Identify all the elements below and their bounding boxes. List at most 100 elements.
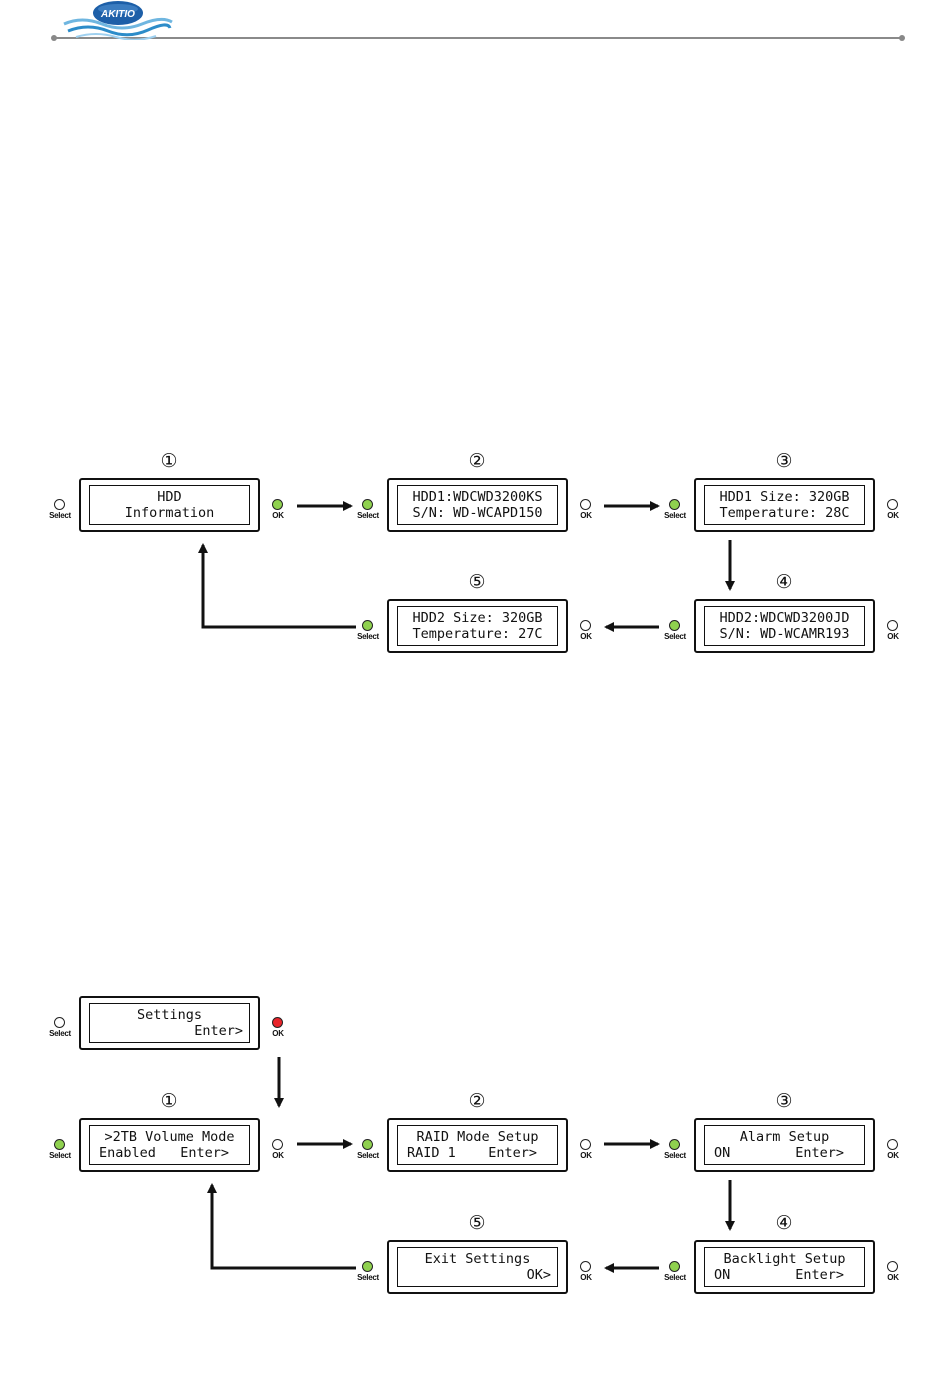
hdd-screen-3-ok-button[interactable]: OK [879, 499, 907, 523]
lcd-line-1: HDD [157, 489, 182, 505]
settings-screen-4-select-button[interactable]: Select [661, 1261, 689, 1285]
led-indicator-icon [362, 499, 373, 510]
settings-step-number-2: ② [468, 1090, 486, 1112]
led-indicator-icon [669, 1139, 680, 1150]
settings-screen-3-select-button[interactable]: Select [661, 1139, 689, 1163]
button-label: Select [357, 511, 379, 520]
led-indicator-icon [580, 1261, 591, 1272]
led-indicator-icon [669, 1261, 680, 1272]
lcd-line-2: S/N: WD-WCAMR193 [719, 626, 850, 642]
led-indicator-icon [887, 1139, 898, 1150]
lcd-line-1: Settings [136, 1007, 203, 1023]
button-label: Select [357, 632, 379, 641]
led-indicator-icon [580, 499, 591, 510]
akitio-logo: AKITIO [63, 1, 173, 40]
lcd-line-2: ON Enter> [714, 1145, 845, 1161]
settings-screen-4-ok-button[interactable]: OK [879, 1261, 907, 1285]
led-indicator-icon [272, 499, 283, 510]
button-label: OK [272, 1151, 284, 1160]
hdd-screen-1-select-button[interactable]: Select [46, 499, 74, 523]
hdd-screen-5-ok-button[interactable]: OK [572, 620, 600, 644]
lcd-line-2: Enabled Enter> [99, 1145, 230, 1161]
step-number-2: ② [468, 450, 486, 472]
led-indicator-icon [362, 1139, 373, 1150]
settings-screen-2-ok-button[interactable]: OK [572, 1139, 600, 1163]
settings-screen-1-ok-button[interactable]: OK [264, 1139, 292, 1163]
lcd-line-2: Temperature: 27C [412, 626, 543, 642]
lcd-line-1: RAID Mode Setup [416, 1129, 539, 1145]
button-label: OK [887, 511, 899, 520]
led-indicator-icon [580, 1139, 591, 1150]
led-indicator-icon [272, 1139, 283, 1150]
hdd-screen-4-ok-button[interactable]: OK [879, 620, 907, 644]
button-label: Select [664, 632, 686, 641]
led-indicator-icon [362, 620, 373, 631]
button-label: Select [664, 511, 686, 520]
button-label: OK [887, 1273, 899, 1282]
lcd-line-2: S/N: WD-WCAPD150 [412, 505, 543, 521]
settings-screen-3-ok-button[interactable]: OK [879, 1139, 907, 1163]
lcd-line-1: HDD2:WDCWD3200JD [719, 610, 850, 626]
led-indicator-icon [669, 499, 680, 510]
button-label: OK [580, 1273, 592, 1282]
settings-step-number-3: ③ [775, 1090, 793, 1112]
button-label: OK [272, 511, 284, 520]
led-indicator-icon [580, 620, 591, 631]
led-indicator-icon [669, 620, 680, 631]
hdd-screen-1-ok-button[interactable]: OK [264, 499, 292, 523]
hdd-screen-5-select-button[interactable]: Select [354, 620, 382, 644]
settings-step-number-4: ④ [775, 1212, 793, 1234]
lcd-line-1: HDD1:WDCWD3200KS [412, 489, 543, 505]
hdd-screen-3-select-button[interactable]: Select [661, 499, 689, 523]
settings-entry-screen-select-button[interactable]: Select [46, 1017, 74, 1041]
settings-screen-5-ok-button[interactable]: OK [572, 1261, 600, 1285]
lcd-line-2: RAID 1 Enter> [407, 1145, 538, 1161]
settings-entry-screen-ok-button[interactable]: OK [264, 1017, 292, 1041]
lcd-line-2: OK> [526, 1267, 551, 1283]
led-indicator-icon [362, 1261, 373, 1272]
button-label: Select [49, 1029, 71, 1038]
led-indicator-icon [887, 620, 898, 631]
lcd-line-1: >2TB Volume Mode [104, 1129, 235, 1145]
header-rule [51, 35, 905, 41]
button-label: Select [357, 1151, 379, 1160]
led-indicator-icon [887, 1261, 898, 1272]
arrow-5-1 [198, 543, 356, 629]
settings-screen-1-select-button[interactable]: Select [46, 1139, 74, 1163]
lcd-line-1: HDD2 Size: 320GB [412, 610, 543, 626]
lcd-line-2: ON Enter> [714, 1267, 845, 1283]
settings-screen-2-select-button[interactable]: Select [354, 1139, 382, 1163]
hdd-screen-2-select-button[interactable]: Select [354, 499, 382, 523]
logo-text: AKITIO [100, 9, 135, 20]
button-label: Select [49, 1151, 71, 1160]
hdd-screen-2-ok-button[interactable]: OK [572, 499, 600, 523]
settings-screen-5-select-button[interactable]: Select [354, 1261, 382, 1285]
button-label: OK [887, 1151, 899, 1160]
button-label: Select [49, 511, 71, 520]
lcd-line-1: HDD1 Size: 320GB [719, 489, 850, 505]
button-label: Select [664, 1273, 686, 1282]
lcd-line-1: Alarm Setup [739, 1129, 830, 1145]
button-label: OK [580, 511, 592, 520]
step-number-5: ⑤ [468, 571, 486, 593]
hdd-screen-4-select-button[interactable]: Select [661, 620, 689, 644]
lcd-line-1: Backlight Setup [723, 1251, 846, 1267]
lcd-line-2: Temperature: 28C [719, 505, 850, 521]
button-label: OK [272, 1029, 284, 1038]
